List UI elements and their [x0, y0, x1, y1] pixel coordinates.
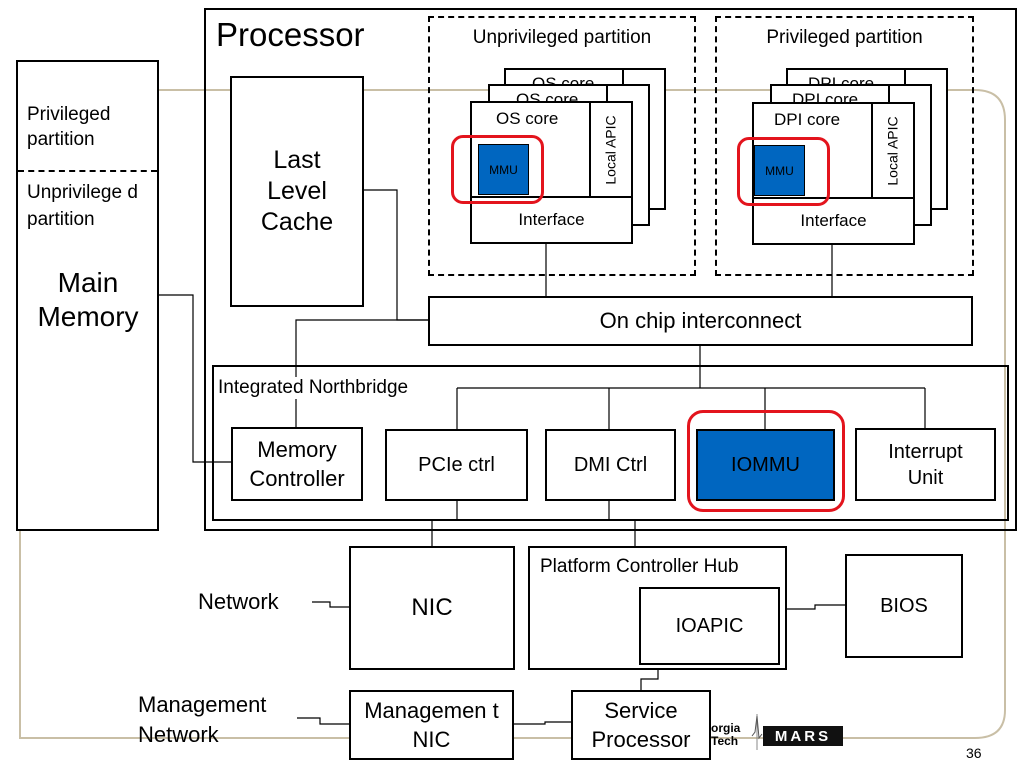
os-mmu-highlight	[451, 135, 544, 204]
logo-divider	[751, 714, 763, 750]
georgia-tech-logo-text-2: Tech	[711, 734, 739, 748]
management-nic: Managemen t NIC	[349, 690, 514, 760]
pch-title: Platform Controller Hub	[540, 556, 739, 577]
dpi-core: DPI core Local APIC Interface MMU	[752, 102, 915, 245]
privileged-partition-title: Privileged partition	[766, 27, 923, 48]
dpi-core-interface: Interface	[800, 211, 867, 230]
pcie-controller: PCIe ctrl	[385, 429, 528, 501]
iommu: IOMMU	[696, 429, 835, 501]
iommu-highlight	[687, 410, 845, 512]
dmi-controller: DMI Ctrl	[545, 429, 676, 501]
os-core-local-apic: Local APIC	[589, 103, 631, 197]
dpi-mmu-highlight	[737, 137, 830, 206]
last-level-cache-label: Last Level Cache	[260, 146, 334, 236]
on-chip-interconnect: On chip interconnect	[428, 296, 973, 346]
memory-controller: Memory Controller	[231, 427, 363, 501]
processor-title: Processor	[216, 16, 365, 53]
dpi-core-local-apic: Local APIC	[871, 104, 913, 198]
unprivileged-partition-label: Unprivilege d partition	[27, 182, 138, 230]
service-processor: Service Processor	[571, 690, 711, 760]
georgia-tech-logo: orgia Tech	[711, 722, 753, 748]
integrated-northbridge: Integrated Northbridge	[212, 365, 1009, 521]
network-label: Network	[198, 589, 279, 614]
georgia-tech-logo-text-1: orgia	[711, 721, 741, 735]
os-core-mmu: MMU	[478, 144, 529, 195]
mars-logo: MARS	[763, 726, 843, 746]
os-core-interface: Interface	[518, 210, 585, 229]
unprivileged-partition-title: Unprivileged partition	[472, 27, 652, 48]
interrupt-unit: Interrupt Unit	[855, 428, 996, 501]
main-memory-title: Main Memory	[37, 266, 139, 332]
dpi-core-label: DPI core	[774, 110, 841, 129]
bios: BIOS	[845, 554, 963, 658]
dpi-core-mmu: MMU	[754, 145, 805, 196]
dpi-core-local-apic-label: Local APIC	[885, 116, 902, 186]
ioapic: IOAPIC	[639, 587, 780, 665]
management-network-label: Management Network	[138, 692, 267, 747]
page-number: 36	[966, 745, 982, 761]
unprivileged-partition	[428, 16, 696, 276]
last-level-cache: Last Level Cache	[230, 76, 364, 307]
main-memory-block: Privileged partition Unprivilege d parti…	[16, 60, 159, 531]
nic: NIC	[349, 546, 515, 670]
northbridge-title: Integrated Northbridge	[218, 377, 409, 399]
os-core-local-apic-label: Local APIC	[603, 115, 620, 185]
memory-partition-divider	[18, 170, 157, 172]
processor-block: Processor	[204, 8, 1017, 531]
mars-logo-text: MARS	[774, 727, 832, 745]
privileged-partition	[715, 16, 974, 276]
privileged-partition-label: Privileged partition	[27, 104, 111, 150]
os-core-label: OS core	[496, 109, 559, 128]
os-core: OS core Local APIC Interface MMU	[470, 101, 633, 244]
